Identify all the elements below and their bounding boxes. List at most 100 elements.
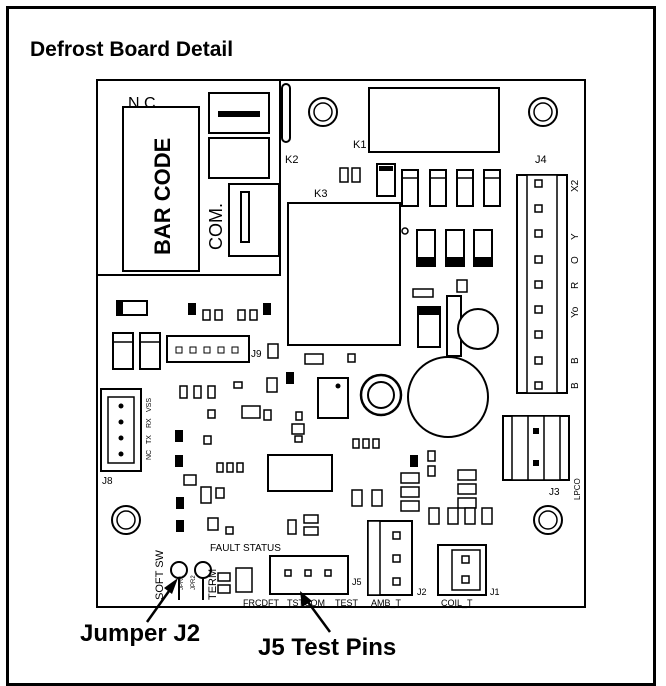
smd-fault — [207, 517, 219, 531]
resistor-bank-right — [351, 469, 493, 525]
relay-k1 — [368, 87, 500, 153]
transistor-q4 — [176, 497, 184, 509]
inductor-core — [367, 381, 395, 409]
transistor-q6 — [410, 455, 418, 467]
j1-pin1 — [461, 555, 470, 564]
lpco-label: LPCO — [573, 478, 582, 500]
mount-hole-bottom-left-inner — [116, 510, 136, 530]
callout-jumper-j2: Jumper J2 — [80, 620, 201, 647]
cap-k3a — [339, 167, 349, 183]
resistors-row-b — [183, 462, 244, 504]
cap-j9 — [267, 343, 279, 359]
transistor-q5 — [176, 520, 184, 532]
com-label: COM. — [206, 203, 226, 250]
j3-center — [527, 415, 545, 481]
small-cap-r2 — [456, 279, 468, 293]
j5-connector — [269, 555, 349, 595]
k2-slot — [218, 111, 260, 117]
j3-pin2 — [533, 460, 539, 466]
test-label: TEST — [335, 598, 359, 608]
transistor-q1 — [286, 372, 294, 384]
mount-hole-bottom-right-inner — [538, 510, 558, 530]
smd-r2 — [427, 465, 436, 477]
com-slot — [240, 191, 250, 243]
smd-q2 — [203, 435, 212, 445]
jumper-j2 — [170, 561, 212, 600]
j4-pin-b2: B — [570, 382, 581, 389]
smd-a — [188, 303, 196, 315]
j8-pin-vss: VSS — [146, 398, 153, 412]
j1-pin2 — [461, 575, 470, 584]
smd-d — [237, 309, 246, 321]
arrow-jumper — [145, 578, 178, 623]
smd-center-c — [266, 377, 278, 393]
j8-pins — [118, 403, 124, 457]
jpr1-label: JPR1 — [179, 575, 185, 590]
cap-row-mid — [416, 229, 493, 267]
j4-label: J4 — [535, 154, 547, 166]
transistor-q3 — [175, 455, 183, 467]
arrow-test-pins — [300, 591, 332, 633]
k3-label: K3 — [314, 188, 327, 200]
j4-pin-b1: B — [570, 357, 581, 364]
diode-k3 — [376, 163, 396, 197]
mount-hole-top-left-inner — [313, 102, 333, 122]
j4-pin-o: O — [570, 256, 581, 264]
resistor-r1 — [412, 288, 434, 298]
j5-label: J5 — [352, 577, 362, 587]
k2-label: K2 — [285, 154, 298, 166]
j4-pin-yo: Yo — [570, 306, 581, 318]
amb-t-label: AMB_T — [371, 598, 402, 608]
bar-code-label: BAR CODE — [150, 138, 175, 255]
resistors-row-a — [179, 381, 380, 449]
smd-r1 — [427, 450, 436, 462]
jpr2-label: JPR2 — [191, 575, 197, 590]
j2-pin2 — [392, 554, 401, 563]
diode-left-band — [117, 301, 123, 315]
smd-fault-e — [303, 526, 319, 536]
electro-cap-band — [418, 307, 440, 315]
k1-label: K1 — [353, 139, 366, 151]
j5-pin-tstcom — [304, 569, 312, 577]
cap-pair-left — [112, 332, 161, 370]
j4-pin-y: Y — [570, 233, 581, 240]
ic-pin1-dot — [335, 383, 341, 389]
diode-k3-band — [379, 166, 393, 171]
term-label: TERM — [207, 569, 219, 600]
bar-code-box — [122, 106, 200, 272]
j1-label: J1 — [490, 587, 500, 597]
soft-sw-label: SOFT SW — [154, 549, 166, 600]
frcdft-label: FRCDFT — [243, 598, 279, 608]
j2-pin1 — [392, 531, 401, 540]
j3-label: J3 — [549, 487, 560, 498]
smd-c — [214, 309, 223, 321]
j3-pin1 — [533, 428, 539, 434]
j8-label: J8 — [102, 476, 113, 487]
j5-pin-test — [324, 569, 332, 577]
callout-j5-test-pins: J5 Test Pins — [258, 634, 397, 661]
buzzer — [407, 356, 489, 438]
j9-pins — [175, 346, 239, 354]
com-terminal — [228, 183, 280, 257]
smd-b — [202, 309, 211, 321]
j8-pin-nc: NC — [146, 450, 153, 460]
smd-near-jumper — [217, 567, 253, 594]
smd-e — [249, 309, 258, 321]
smd-fault-b — [225, 526, 234, 535]
relay-k3 — [287, 202, 401, 346]
j4-pins — [534, 179, 543, 390]
regulator — [267, 454, 333, 492]
dot-marker — [401, 227, 409, 235]
smd-fault-c — [287, 519, 297, 535]
smd-f — [263, 303, 271, 315]
j8-pin-tx: TX — [146, 435, 153, 444]
j2-pin3 — [392, 577, 401, 586]
coil-t-label: COIL_T — [441, 598, 473, 608]
smd-center-b — [347, 353, 356, 363]
k2-terminal — [208, 137, 270, 179]
j4-pin-r: R — [570, 282, 581, 289]
smd-fault-d — [303, 514, 319, 524]
transistor-q2 — [175, 430, 183, 442]
j2-amb-latch — [367, 520, 381, 596]
